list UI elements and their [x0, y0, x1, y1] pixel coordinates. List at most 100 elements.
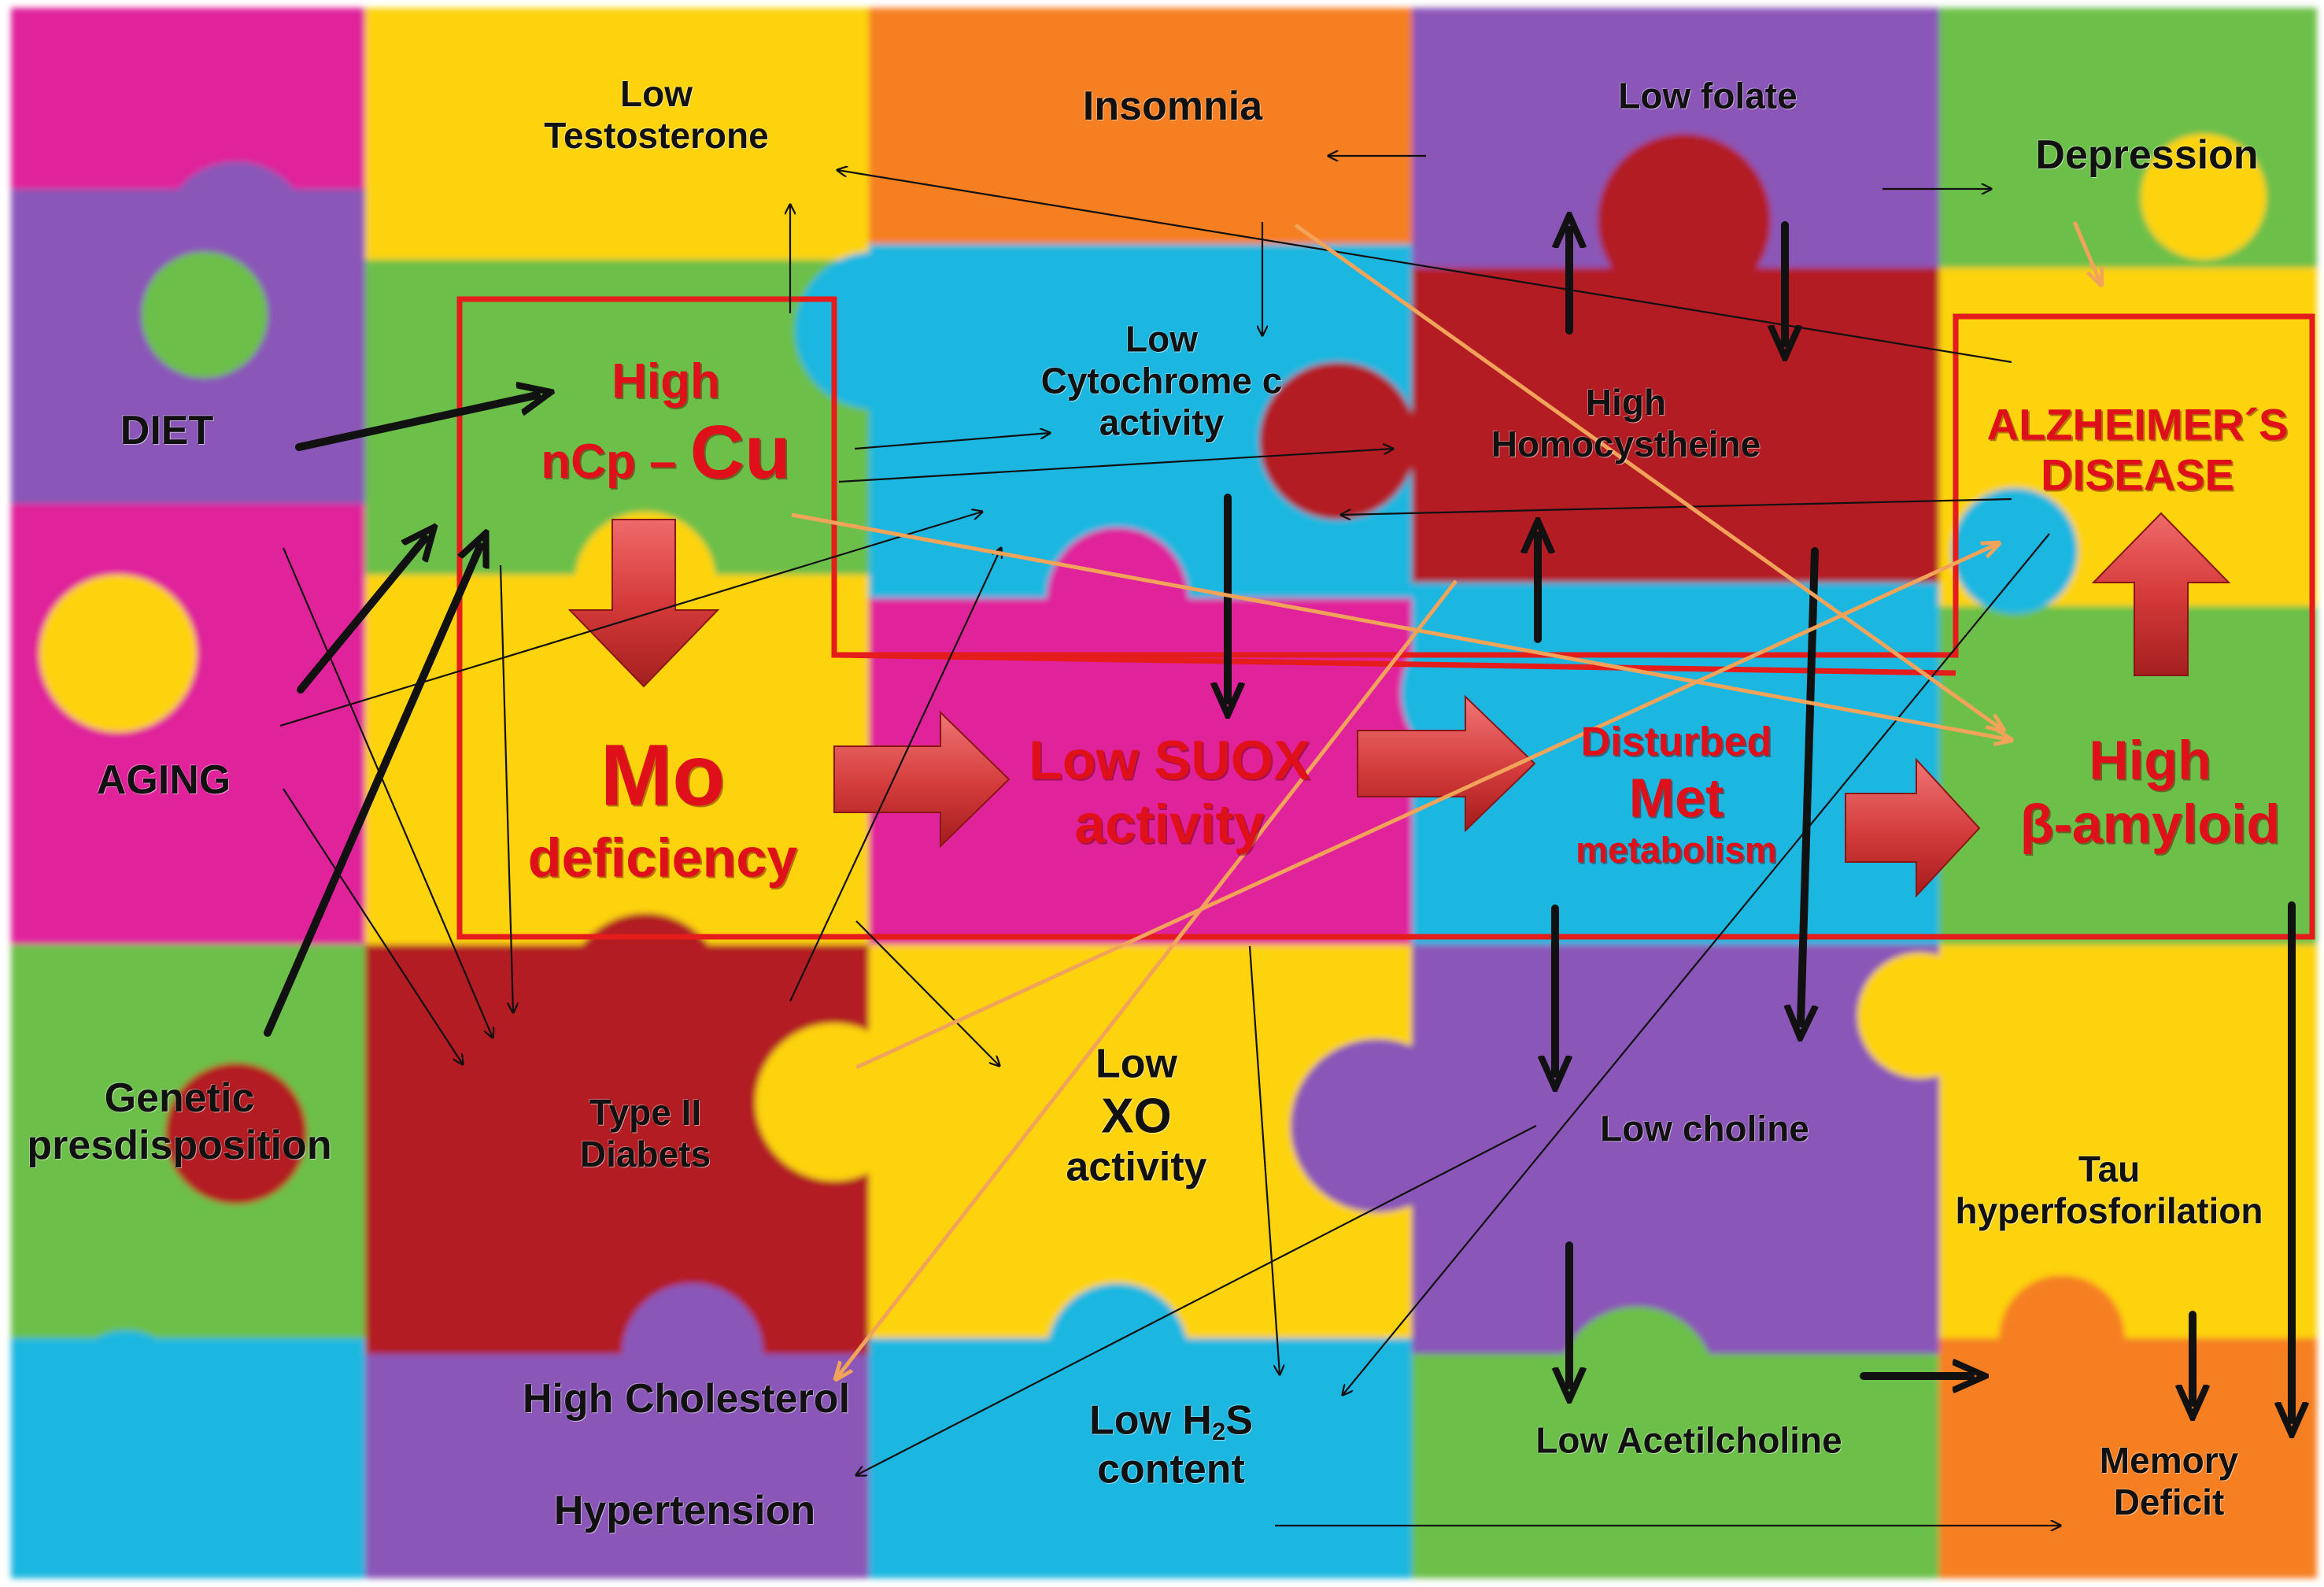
aging-label: AGING [96, 757, 231, 804]
arrow-depression-to-ad [2072, 221, 2101, 285]
hypertension-label: Hypertension [553, 1488, 816, 1534]
diet-label: DIET [120, 408, 214, 454]
red-arrow-down-ncp-to-mo [567, 519, 720, 688]
puzzle-knob [1055, 764, 1196, 905]
arrow-ad-to-testosterone [837, 170, 2012, 364]
block-arrows [567, 512, 2231, 898]
mo-line2: deficiency [527, 827, 798, 888]
low-h2s-label: Low H2S content [1089, 1397, 1253, 1493]
low-suox-label: Low SUOX activity [1029, 729, 1310, 856]
xo-line2: XO [1101, 1089, 1172, 1144]
genetic-line2: presdisposition [27, 1123, 332, 1168]
low-folate-label: Low folate [1618, 75, 1797, 117]
mo-line1: Mo [600, 727, 726, 824]
red-arrow-right-suox-to-met [1357, 694, 1536, 833]
puzzle-knob [2141, 134, 2267, 260]
arrow-insomnia-to-amyloid [1294, 223, 2004, 731]
disturbed-met-label: Disturbed Met metabolism [1576, 719, 1777, 871]
arrow-genetic-to-cu [264, 546, 480, 1037]
arrow-homocys-to-cholesterol [836, 579, 1458, 1379]
tau-line1: Tau [2078, 1149, 2141, 1190]
puzzle-piece [1412, 268, 1939, 583]
arrow-choline-to-hypertension [856, 1125, 1537, 1475]
puzzle-knob [1047, 527, 1188, 669]
arrow-cu-to-cytochrome [854, 433, 1050, 450]
arrow-ad-to-cytochrome [1341, 498, 2012, 515]
genetic-line1: Genetic [104, 1075, 255, 1122]
low-cytochrome-label: Low Cytochrome c activity [1041, 319, 1283, 444]
puzzle-knob [756, 1023, 913, 1181]
arrow-cu-to-homocys [838, 449, 1393, 483]
low-acetylcholine-label: Low Acetilcholine [1535, 1419, 1842, 1461]
genetic-predisposition-label: Genetic presdisposition [27, 1075, 331, 1170]
low-cytochrome-line3: activity [1099, 401, 1225, 443]
disturbed-line2: Met [1628, 767, 1724, 829]
orange-arrows [791, 221, 2101, 1379]
cu-text: Cu [689, 410, 791, 495]
arrow-diabetes-to-ad [855, 543, 1999, 1070]
h2s-subscript: 2 [1211, 1418, 1226, 1446]
tau-label: Tau hyperfosforilation [1955, 1149, 2263, 1232]
arrow-diet-to-cu [295, 395, 537, 451]
puzzle-knob [622, 24, 763, 165]
alzheimers-line1: ALZHEIMER´S [1986, 399, 2289, 449]
memory-line2: Deficit [2113, 1482, 2225, 1522]
red-arrow-right-met-to-amyloid [1845, 757, 1981, 898]
puzzle-piece [869, 8, 1412, 244]
mo-deficiency-label: Mo deficiency [528, 727, 797, 890]
puzzle-piece [11, 504, 365, 945]
red-arrow-right-mo-to-suox [833, 710, 1011, 849]
puzzle-knob [39, 575, 197, 732]
puzzle-knob [1047, 1283, 1188, 1425]
type2-diabetes-label: Type II Diabets [580, 1092, 711, 1175]
puzzle-piece [365, 8, 869, 303]
puzzle-knob [1291, 1039, 1464, 1212]
puzzle-knob [1598, 134, 1771, 307]
tau-line2: hyperfosforilation [1955, 1190, 2263, 1231]
low-suox-line1: Low SUOX [1029, 729, 1310, 791]
h2s-line2: content [1097, 1445, 1245, 1492]
diabetes-line1: Type II [589, 1092, 702, 1134]
puzzle-piece [1412, 945, 1939, 1354]
amyloid-line1: High [2089, 729, 2211, 791]
low-testosterone-line1: Low [620, 73, 693, 115]
memory-line1: Memory [2099, 1440, 2239, 1482]
h2s-line1: Low H2S [1089, 1397, 1253, 1446]
alzheimers-disease-label: ALZHEIMER´S DISEASE [1987, 400, 2289, 501]
puzzle-knob [567, 913, 724, 1071]
high-cholesterol-label: High Cholesterol [522, 1376, 851, 1422]
high-homocysteine-line2: Homocystheine [1491, 424, 1761, 464]
xo-line1: Low [1095, 1041, 1177, 1087]
depression-label: Depression [2035, 132, 2259, 179]
puzzle-knob [622, 1283, 763, 1425]
amyloid-line2: β-amyloid [2019, 793, 2281, 854]
arrow-aging-to-diabetes [283, 788, 463, 1064]
puzzle-piece [1939, 606, 2317, 945]
arrow-aging-to-cytochrome [279, 512, 982, 727]
low-testosterone-label: Low Testosterone [544, 73, 768, 157]
arrow-suox-to-h2s [1248, 945, 1280, 1374]
low-cytochrome-line1: Low [1125, 318, 1198, 360]
h2s-text-a: Low H [1088, 1397, 1212, 1444]
puzzle-knob [1857, 953, 1983, 1078]
high-beta-amyloid-label: High β-amyloid [2020, 729, 2281, 856]
low-testosterone-line2: Testosterone [544, 115, 769, 156]
low-suox-line2: activity [1074, 793, 1265, 854]
diabetes-line2: Diabets [579, 1134, 711, 1175]
high-ncp-cu-label: High nCp – Cu [541, 353, 790, 497]
disturbed-line1: Disturbed [1580, 719, 1772, 765]
puzzle-knob [370, 724, 512, 866]
arrow-diet-to-diabetes [282, 547, 493, 1038]
puzzle-knob [142, 252, 268, 378]
arrow-diabetes-to-cytochrome [789, 548, 1001, 1002]
puzzle-knob [1952, 488, 2078, 614]
insomnia-label: Insomnia [1082, 83, 1263, 130]
arrow-aging-to-cu [297, 538, 425, 694]
puzzle-background [11, 8, 2317, 1578]
arrow-cu-to-diabetes [499, 564, 513, 1012]
xo-line3: activity [1066, 1144, 1207, 1190]
low-choline-label: Low choline [1600, 1108, 1809, 1149]
low-xo-label: Low XO activity [1066, 1041, 1206, 1192]
puzzle-knob [165, 1063, 307, 1204]
